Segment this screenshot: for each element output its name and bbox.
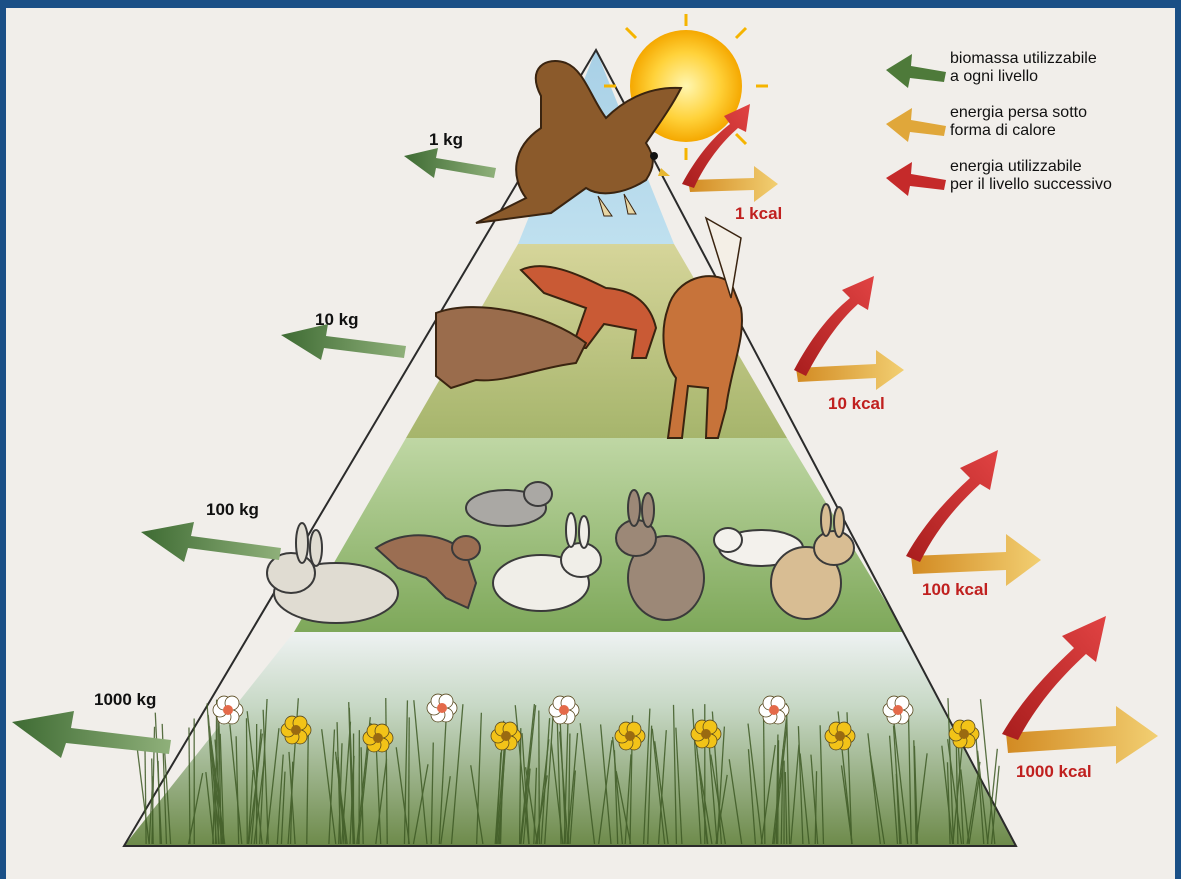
- flower: [281, 716, 311, 744]
- energy-label-4: 1000 kcal: [1016, 762, 1092, 782]
- legend-line: energia persa sotto: [950, 104, 1087, 122]
- legend-item-heat: energia persa sotto forma di calore: [950, 104, 1087, 140]
- biomass-label-4: 1000 kg: [94, 690, 156, 710]
- flower: [615, 722, 645, 750]
- flower: [949, 720, 979, 748]
- legend-line: forma di calore: [950, 122, 1087, 140]
- frame-top: [0, 0, 1181, 8]
- pyramid-canvas: 1 kg 10 kg 100 kg 1000 kg 1 kcal 10 kcal…: [6, 8, 1175, 879]
- flower: [491, 722, 521, 750]
- flower: [213, 696, 243, 724]
- biomass-label-2: 10 kg: [315, 310, 358, 330]
- energy-label-3: 100 kcal: [922, 580, 988, 600]
- flower: [759, 696, 789, 724]
- grass-blade: [778, 740, 779, 844]
- grass-blade: [246, 718, 247, 844]
- energy-label-1: 1 kcal: [735, 204, 782, 224]
- grass-blade: [409, 717, 410, 844]
- legend-line: a ogni livello: [950, 68, 1097, 86]
- frame-right: [1175, 0, 1181, 879]
- flower: [825, 722, 855, 750]
- legend-line: biomassa utilizzabile: [950, 50, 1097, 68]
- flower: [363, 724, 393, 752]
- biomass-label-3: 100 kg: [206, 500, 259, 520]
- energy-label-2: 10 kcal: [828, 394, 885, 414]
- legend-item-energy: energia utilizzabile per il livello succ…: [950, 158, 1112, 194]
- legend-item-biomass: biomassa utilizzabile a ogni livello: [950, 50, 1097, 86]
- flower: [883, 696, 913, 724]
- flower: [691, 720, 721, 748]
- biomass-label-1: 1 kg: [429, 130, 463, 150]
- legend-line: energia utilizzabile: [950, 158, 1112, 176]
- flower: [549, 696, 579, 724]
- flower: [427, 694, 457, 722]
- legend-line: per il livello successivo: [950, 176, 1112, 194]
